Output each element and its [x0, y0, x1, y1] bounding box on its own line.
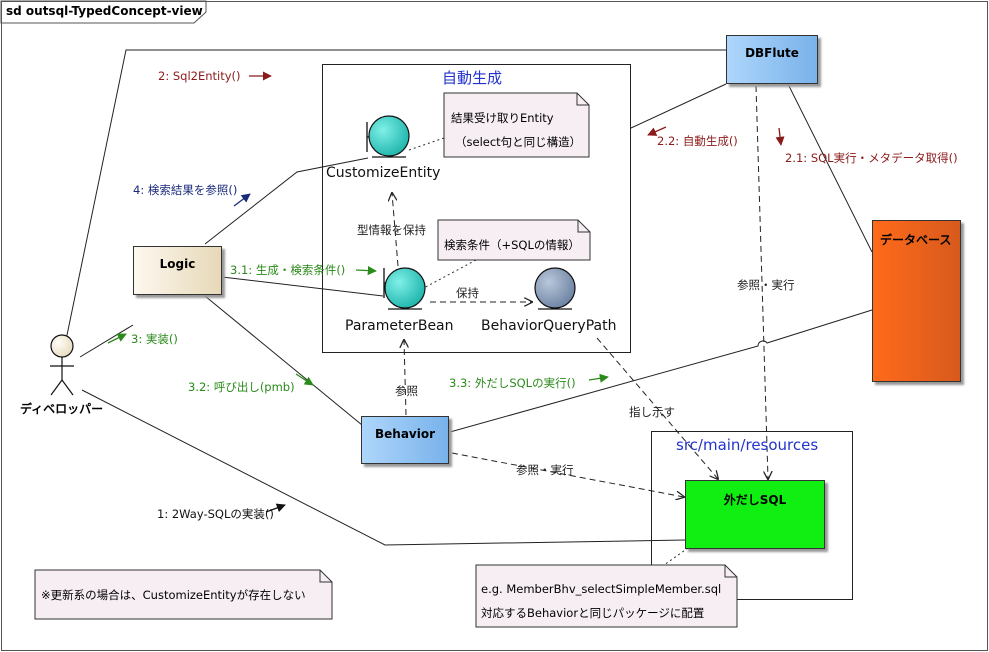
sql-note[interactable]: e.g. MemberBhv_selectSimpleMember.sql 対応… [475, 564, 738, 628]
relation-points-to: 指し示す [629, 405, 675, 419]
customize-entity-boundary [366, 115, 410, 158]
message-m3-1: 3.1: 生成・検索条件() [230, 263, 346, 277]
update-note[interactable]: ※更新系の場合は、CustomizeEntityが存在しない [34, 569, 333, 620]
m1-arrow [265, 503, 286, 513]
resources-package[interactable] [651, 431, 853, 600]
actor-to-sql-line [81, 389, 686, 546]
relation-holds: 保持 [456, 286, 479, 300]
message-m3-2: 3.2: 呼び出し(pmb) [188, 380, 295, 394]
pmb-note[interactable]: 検索条件（+SQLの情報） [437, 219, 591, 261]
behavior-to-database-line [449, 309, 873, 433]
message-m3-3: 3.3: 外だしSQLの実行() [449, 376, 576, 390]
relation-reference: 参照 [395, 384, 418, 398]
dbflute-to-package-line [630, 83, 727, 129]
relation-reference-exec-dbflute: 参照・実行 [737, 278, 795, 292]
pmb-type-info-line [392, 193, 399, 267]
developer-actor [50, 334, 74, 396]
behavior-query-path-label: BehaviorQueryPath [481, 318, 617, 334]
message-m1: 1: 2Way-SQLの実装() [157, 507, 274, 521]
dbflute-to-database-line [787, 83, 873, 253]
update-note-text: ※更新系の場合は、CustomizeEntityが存在しない [41, 588, 306, 602]
dbflute-exec-sql-line [755, 85, 768, 479]
m2-2-arrow [647, 126, 667, 136]
note-anchors [408, 137, 689, 566]
entity-note-line1: 結果受け取りEntity [451, 111, 554, 125]
sql-note-line1: e.g. MemberBhv_selectSimpleMember.sql [481, 582, 722, 596]
logic-class-label: Logic [159, 257, 196, 271]
m2-1-arrow [775, 127, 785, 146]
message-m2-2: 2.2: 自動生成() [657, 134, 738, 148]
resources-package-title: src/main/resources [676, 436, 819, 454]
auto-generated-package-title: 自動生成 [442, 69, 503, 87]
pmb-note-anchor [419, 259, 477, 291]
logic-to-entity-line [204, 157, 369, 245]
path-points-to-sql-line [596, 337, 718, 479]
dbflute-class[interactable]: DBFlute [726, 35, 818, 84]
m3-arrow [107, 333, 127, 344]
message-m3: 3: 実装() [131, 332, 178, 346]
m3-2-arrow [295, 373, 314, 386]
association-lines [65, 49, 873, 546]
behavior-class-label: Behavior [374, 427, 436, 441]
m3-3-arrow [588, 373, 609, 383]
message-m2: 2: Sql2Entity() [158, 69, 241, 83]
logic-to-pmb-line [221, 276, 384, 297]
sql-note-line2: 対応するBehaviorと同じパッケージに配置 [481, 606, 705, 620]
behavior-class[interactable]: Behavior [361, 416, 449, 464]
actor-to-logic-line [79, 324, 134, 358]
customize-entity-label: CustomizeEntity [326, 165, 441, 181]
parameter-bean-label: ParameterBean [345, 318, 454, 334]
entity-note[interactable]: 結果受け取りEntity （select句と同じ構造） [443, 92, 590, 158]
entity-note-line2: （select句と同じ構造） [455, 135, 582, 149]
frame-title: sd outsql-TypedConcept-view [6, 4, 203, 18]
relation-reference-exec-behavior: 参照・実行 [516, 463, 574, 477]
frame-tag: sd outsql-TypedConcept-view [1, 1, 206, 23]
m3-1-arrow [355, 266, 377, 276]
outside-sql-class[interactable]: 外だしSQL [685, 480, 825, 549]
m4-arrow [233, 193, 251, 207]
parameter-bean-boundary [383, 267, 426, 310]
pmb-note-text: 検索条件（+SQLの情報） [444, 238, 580, 252]
entity-note-anchor [408, 137, 445, 151]
outside-sql-class-label: 外だしSQL [723, 493, 787, 507]
message-arrows [107, 71, 785, 513]
actor-to-dbflute-line [65, 49, 726, 341]
database-class-label: データベース [880, 233, 952, 247]
relation-type-info: 型情報を保持 [357, 223, 426, 237]
message-m2-1: 2.1: SQL実行・メタデータ取得() [785, 151, 958, 165]
logic-class[interactable]: Logic [133, 246, 222, 295]
auto-generated-package[interactable] [322, 64, 631, 353]
message-m4: 4: 検索結果を参照() [133, 183, 238, 197]
developer-actor-label: ディベロッパー [20, 402, 104, 416]
logic-to-behavior-line [204, 295, 363, 426]
behavior-query-path-boundary [534, 267, 576, 310]
dbflute-class-label: DBFlute [745, 46, 799, 60]
database-class[interactable]: データベース [872, 220, 961, 382]
